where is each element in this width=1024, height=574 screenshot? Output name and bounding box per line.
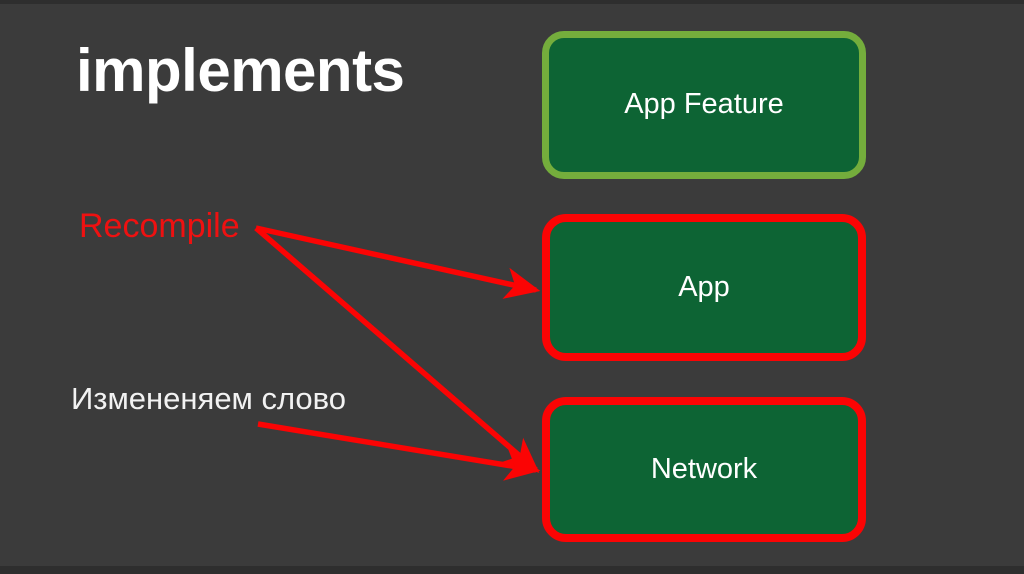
annotation-label-recompile: Recompile	[79, 207, 240, 245]
arrow-recompile-to-app	[255, 225, 541, 299]
box-app-feature-label: App Feature	[624, 88, 784, 121]
arrow-recompile-to-network	[254, 225, 540, 473]
box-network-label: Network	[650, 452, 758, 485]
arrow-change-word-to-network	[257, 421, 541, 481]
annotation-label-change-word: Измененяем слово	[71, 381, 347, 416]
slide-bottom-edge-band	[0, 566, 1024, 574]
slide-top-edge-band	[0, 0, 1024, 4]
box-app-feature[interactable]: App Feature	[542, 31, 866, 179]
box-app[interactable]: App	[542, 214, 866, 361]
page-title: implements	[76, 37, 405, 104]
box-network[interactable]: Network	[542, 397, 866, 542]
box-app-label: App	[678, 270, 730, 303]
